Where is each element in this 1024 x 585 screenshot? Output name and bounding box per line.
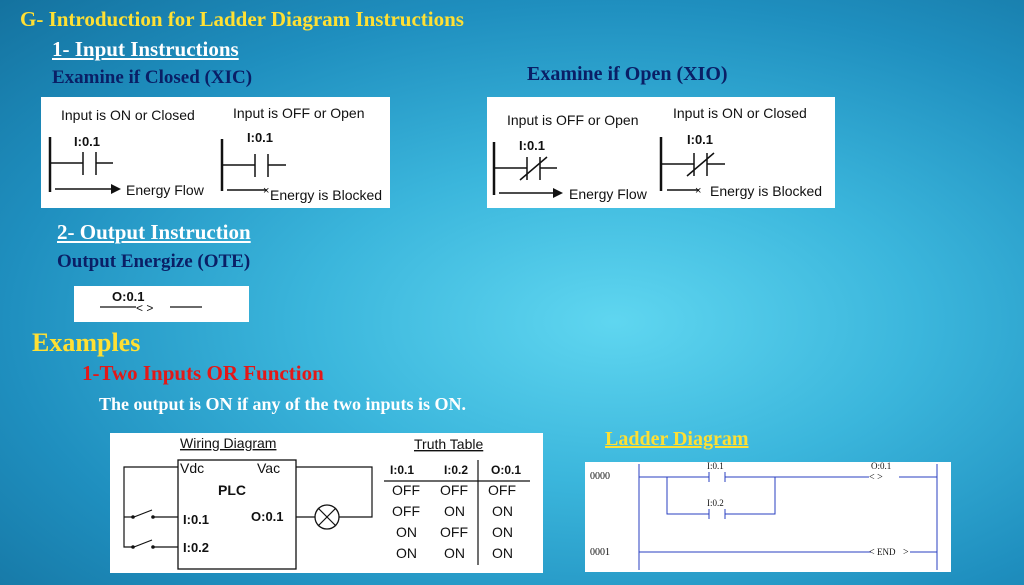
truth-table: I:0.1 I:0.2 O:0.1 OFF OFF OFF OFF ON ON …	[384, 460, 530, 565]
blocked-x-icon: ×	[263, 185, 269, 197]
truth-cell: OFF	[440, 524, 468, 540]
xic-left-flow: Energy Flow	[126, 182, 205, 198]
output-label: O:0.1	[251, 509, 284, 524]
input-section-title: 1- Input Instructions	[52, 37, 239, 61]
switch2-icon	[133, 539, 153, 548]
xio-figure: Input is OFF or Open I:0.1 Energy Flow I…	[487, 97, 835, 208]
blocked-x-icon: ×	[695, 185, 701, 197]
truth-cell: ON	[492, 503, 513, 519]
truth-header-2: I:0.2	[444, 463, 468, 477]
truth-cell: ON	[492, 524, 513, 540]
truth-cell: OFF	[392, 482, 420, 498]
example1-title: 1-Two Inputs OR Function	[82, 361, 324, 385]
input2-label: I:0.2	[183, 540, 209, 555]
rung-number-0: 0000	[590, 471, 610, 482]
truth-cell: ON	[444, 503, 465, 519]
wiring-title: Wiring Diagram	[180, 435, 276, 451]
vdc-label: Vdc	[180, 460, 204, 476]
plc-box	[177, 459, 297, 570]
xio-right-address: I:0.1	[687, 132, 713, 147]
truth-cell: OFF	[488, 482, 516, 498]
page-title: G- Introduction for Ladder Diagram Instr…	[20, 7, 464, 31]
example1-description: The output is ON if any of the two input…	[99, 394, 467, 414]
xic-right-flow: Energy is Blocked	[270, 187, 382, 203]
xic-right-caption: Input is OFF or Open	[233, 105, 365, 121]
xio-left-flow: Energy Flow	[569, 186, 648, 202]
truth-header-1: I:0.1	[390, 463, 414, 477]
end-instruction-open: <	[869, 547, 875, 558]
xio-title: Examine if Open (XIO)	[527, 63, 728, 85]
vac-label: Vac	[257, 460, 280, 476]
coil-o01: < >	[869, 472, 883, 483]
xic-right-address: I:0.1	[247, 130, 273, 145]
truth-cell: ON	[444, 545, 465, 561]
contact2-label: I:0.2	[707, 498, 724, 508]
rung-number-1: 0001	[590, 547, 610, 558]
truth-header-3: O:0.1	[491, 463, 521, 477]
output-section-title: 2- Output Instruction	[57, 220, 251, 244]
xio-left-address: I:0.1	[519, 138, 545, 153]
ladder-figure: 0000 0001 I:0.1 < > O:0.1 I:0.2 < END >	[585, 461, 951, 572]
plc-label: PLC	[218, 482, 246, 498]
xic-left-address: I:0.1	[74, 134, 100, 149]
xio-right-flow: Energy is Blocked	[710, 183, 822, 199]
xic-title: Examine if Closed (XIC)	[52, 67, 253, 88]
truth-table-title: Truth Table	[414, 436, 483, 452]
ote-figure: O:0.1 < >	[74, 286, 249, 322]
wiring-truth-figure: Wiring Diagram Vdc Vac PLC I:0.1 I:0.2 O…	[110, 433, 543, 573]
truth-cell: OFF	[440, 482, 468, 498]
xio-left-caption: Input is OFF or Open	[507, 112, 639, 128]
ote-title: Output Energize (OTE)	[57, 251, 251, 272]
truth-cell: ON	[492, 545, 513, 561]
input1-label: I:0.1	[183, 512, 209, 527]
xic-figure: Input is ON or Closed I:0.1 Energy Flow …	[41, 97, 390, 208]
coil-symbol: < >	[136, 301, 153, 315]
examples-title: Examples	[32, 328, 141, 357]
ote-address: O:0.1	[112, 289, 145, 304]
coil-label: O:0.1	[871, 462, 891, 471]
switch1-icon	[133, 509, 153, 518]
xio-right-caption: Input is ON or Closed	[673, 105, 807, 121]
truth-cell: ON	[396, 545, 417, 561]
xic-left-caption: Input is ON or Closed	[61, 107, 195, 123]
ladder-diagram-title: Ladder Diagram	[605, 428, 749, 450]
end-instruction-close: >	[903, 547, 909, 558]
contact1-label: I:0.1	[707, 462, 724, 471]
end-instruction: END	[877, 547, 896, 557]
truth-cell: ON	[396, 524, 417, 540]
truth-cell: OFF	[392, 503, 420, 519]
